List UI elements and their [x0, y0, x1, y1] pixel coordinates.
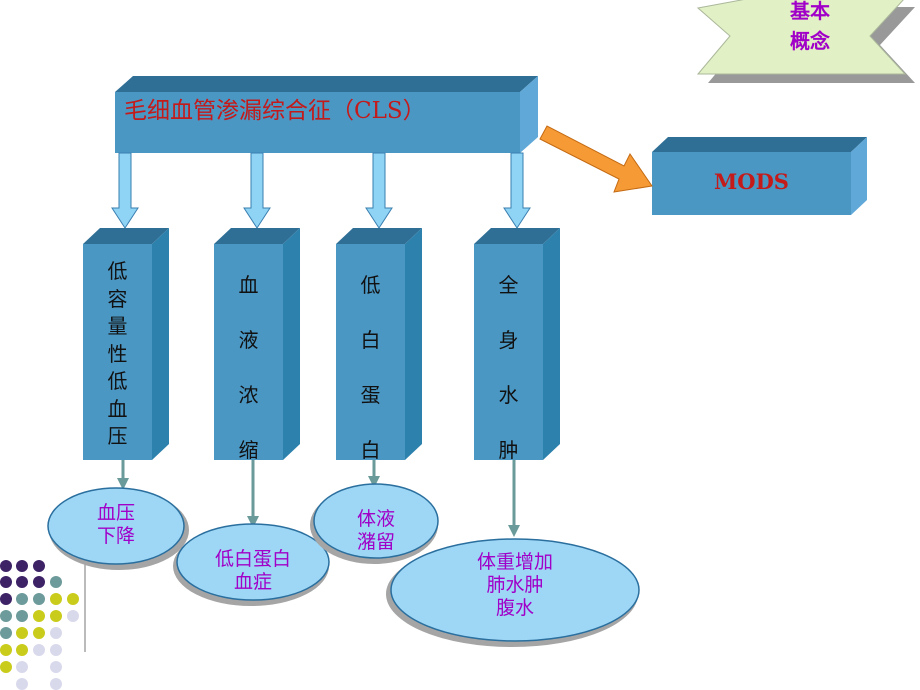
column-2-text: 血 液 浓 缩	[214, 258, 283, 478]
column-2-char: 缩	[238, 438, 259, 462]
cls-box-shape	[115, 76, 538, 153]
badge-star-shape	[696, 0, 915, 83]
connector-arrows	[117, 460, 520, 537]
column-1-char: 血	[107, 396, 128, 421]
column-2-char: 液	[238, 328, 259, 352]
column-1-char: 量	[107, 314, 128, 338]
result-ellipses	[47, 483, 640, 647]
result-1-line: 血压	[96, 502, 135, 524]
result-4-line: 肺水肿	[486, 574, 544, 596]
column-3-text: 低 白 蛋 白	[336, 258, 405, 478]
column-3-char: 低	[360, 273, 381, 297]
column-1-char: 压	[107, 424, 128, 448]
column-4-text: 全 身 水 肿	[474, 258, 543, 478]
result-3-line: 潴留	[356, 531, 395, 553]
column-4-char: 全	[498, 273, 519, 297]
badge-label: 基本 概念	[770, 0, 850, 56]
result-4-label: 体重增加 肺水肿 腹水	[455, 551, 575, 620]
column-boxes	[83, 228, 560, 460]
mods-label: MODS	[714, 169, 789, 194]
cls-label: 毛细血管渗漏综合征（CLS）	[124, 98, 426, 124]
badge-line-1: 基本	[790, 0, 830, 23]
column-3-char: 白	[360, 328, 381, 352]
result-1-label: 血压 下降	[76, 502, 156, 548]
result-3-label: 体液 潴留	[336, 508, 416, 554]
column-1-char: 低	[107, 369, 128, 393]
column-2-char: 血	[238, 273, 259, 297]
column-4-char: 水	[498, 383, 519, 407]
column-1-char: 容	[107, 286, 128, 311]
mods-box-shape	[652, 137, 867, 215]
result-4-line: 体重增加	[476, 551, 553, 573]
column-3-char: 蛋	[360, 383, 381, 407]
result-2-label: 低白蛋白 血症	[193, 548, 313, 594]
column-3-char: 白	[360, 438, 381, 462]
result-3-line: 体液	[356, 508, 395, 530]
result-1-line: 下降	[96, 525, 135, 547]
column-4-char: 身	[498, 328, 519, 352]
result-2-line: 低白蛋白	[214, 548, 291, 570]
column-2-char: 浓	[238, 383, 259, 407]
column-1-text: 低 容 量 性 低 血 压	[83, 258, 152, 451]
badge-line-2: 概念	[790, 29, 830, 53]
column-4-char: 肿	[498, 438, 519, 462]
column-1-char: 低	[107, 259, 128, 283]
result-2-line: 血症	[233, 571, 272, 593]
column-1-char: 性	[107, 341, 128, 366]
dot-pattern	[0, 560, 86, 690]
blue-down-arrows	[111, 152, 531, 229]
orange-arrow	[539, 125, 653, 193]
result-4-line: 腹水	[495, 597, 534, 619]
